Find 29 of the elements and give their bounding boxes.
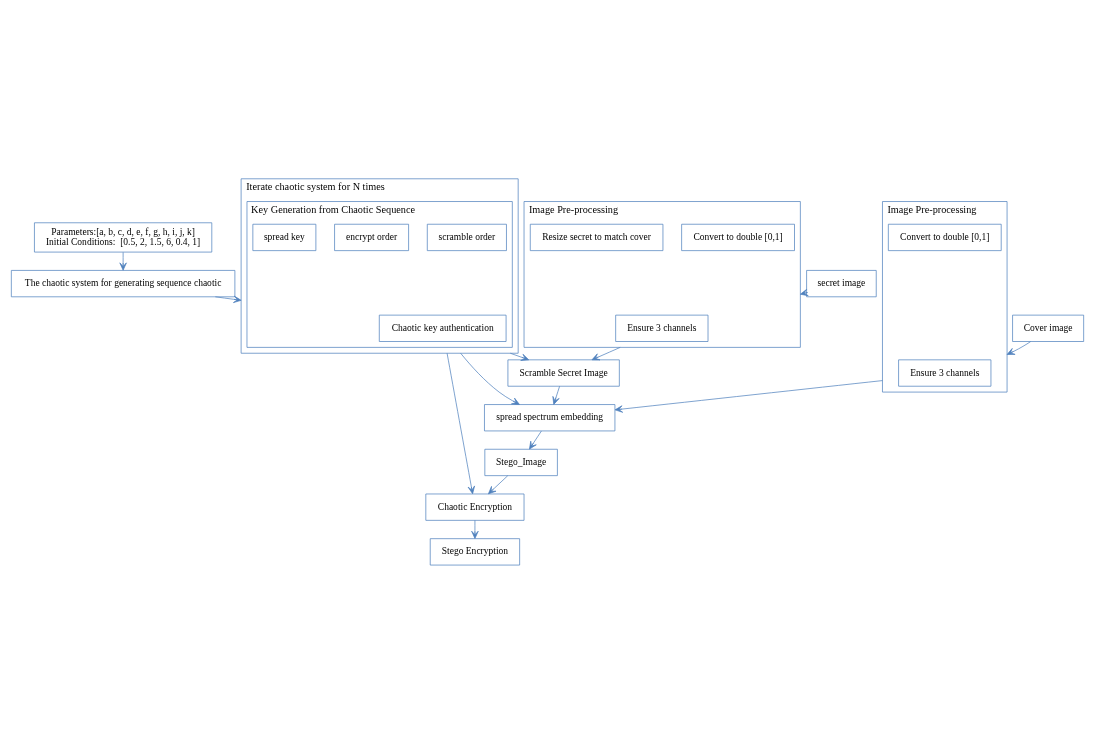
arrow xyxy=(214,295,242,303)
node-box: Stego Encryption xyxy=(429,537,520,565)
arrow xyxy=(552,385,560,405)
arrow xyxy=(119,251,127,271)
arrow xyxy=(471,519,479,539)
node-box: spread spectrum embedding xyxy=(484,403,616,431)
node-box: Resize secret to match cover xyxy=(529,223,664,251)
node-box: Ensure 3 channels xyxy=(898,358,992,387)
node-box: spread key xyxy=(252,223,317,251)
arrow xyxy=(509,352,530,361)
arrow xyxy=(460,352,520,405)
node-box: Convert to double [0,1] xyxy=(681,223,795,251)
arrow xyxy=(529,430,542,449)
node-box: Scramble Secret Image xyxy=(507,358,620,387)
arrow xyxy=(446,352,475,494)
node-box: Parameters:[a, b, c, d, e, f, g, h, i, j, k] Initial Conditions: [0.5, 2, 1.5, 6, 0.4, 1] xyxy=(34,221,213,252)
node-box: Ensure 3 channels xyxy=(615,314,709,342)
node-box: encrypt order xyxy=(334,223,409,251)
arrow xyxy=(591,346,621,360)
arrow xyxy=(614,379,883,413)
node-box: Convert to double [0,1] xyxy=(887,223,1002,251)
arrow xyxy=(1006,340,1032,355)
node-box: scramble order xyxy=(426,223,507,251)
node-box: Chaotic key authentication xyxy=(378,314,507,342)
arrow xyxy=(488,474,509,494)
node-box: The chaotic system for generating sequence chaotic xyxy=(10,269,236,297)
node-box: Cover image xyxy=(1012,314,1085,342)
node-box: Stego_Image xyxy=(484,448,558,476)
node-box: Chaotic Encryption xyxy=(425,493,525,521)
